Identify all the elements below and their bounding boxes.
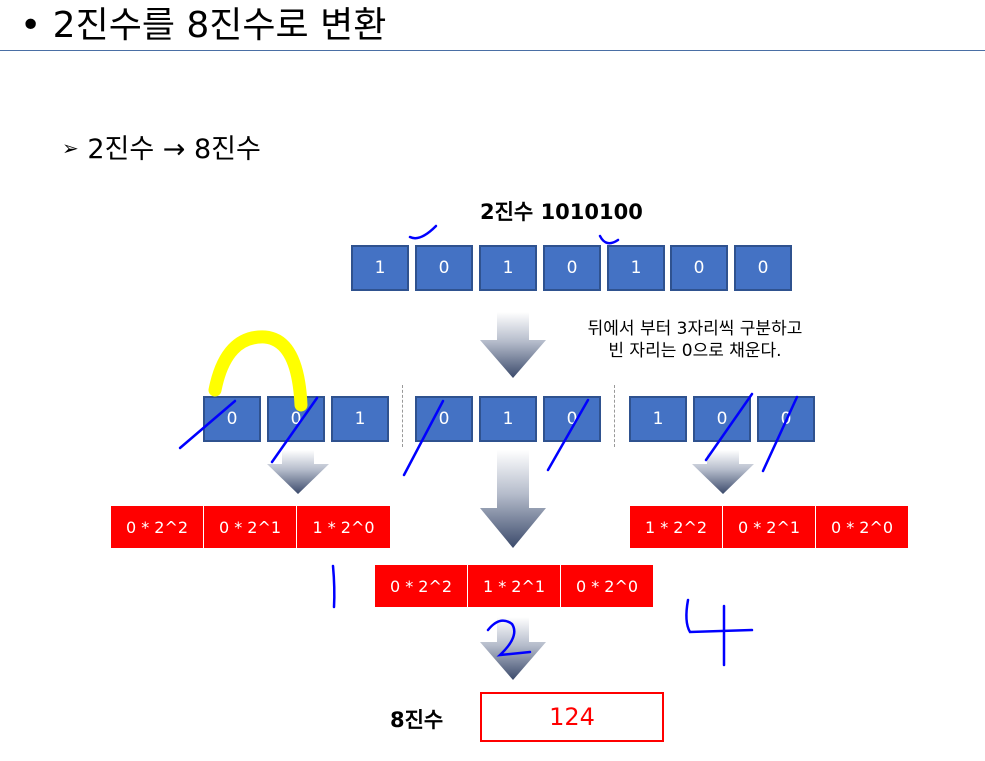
group-2-digit-cell: 1 [479,396,537,442]
group-3-term-cell: 0 * 2^0 [816,506,908,548]
down-arrow-icon [267,450,329,494]
binary-digit-cell: 0 [543,245,601,291]
down-arrow-icon [692,450,754,494]
group-1-digit-cell: 0 [267,396,325,442]
down-arrow-icon [480,617,546,680]
octal-result-box: 124 [480,692,664,742]
group-1-digit-cell: 1 [331,396,389,442]
grouping-note-line-2: 빈 자리는 0으로 채운다. [608,341,782,361]
binary-number-label: 2진수 1010100 [480,200,643,224]
group-1-term-cell: 1 * 2^0 [297,506,390,548]
down-arrow-icon [480,312,546,378]
group-1-term-cell: 0 * 2^2 [111,506,204,548]
group-divider [614,385,615,447]
binary-digit-cell: 0 [734,245,792,291]
binary-digit-cell: 1 [351,245,409,291]
group-3-digit-cell: 0 [693,396,751,442]
group-2-term-cell: 0 * 2^0 [561,565,653,607]
group-2-term-cell: 0 * 2^2 [375,565,468,607]
grouping-note-line-1: 뒤에서 부터 3자리씩 구분하고 [587,319,803,339]
octal-label: 8진수 [390,708,444,732]
group-divider [402,385,403,447]
slide-title: • 2진수를 8진수로 변환 [20,5,387,46]
section-heading: ➢ 2진수 → 8진수 [62,130,261,168]
group-1-term-cell: 0 * 2^1 [204,506,297,548]
group-2-digit-cell: 0 [543,396,601,442]
title-divider [0,50,985,51]
bullet-arrow-icon: ➢ [62,136,79,160]
grouping-note: 뒤에서 부터 3자리씩 구분하고 빈 자리는 0으로 채운다. [555,318,835,362]
highlighter-arc [208,330,308,412]
group-2-term-cell: 1 * 2^1 [468,565,561,607]
binary-digit-cell: 0 [415,245,473,291]
binary-digit-cell: 0 [670,245,728,291]
ink-tick [408,224,438,240]
ink-tick [598,234,620,245]
down-arrow-icon [480,450,546,548]
group-3-term-cell: 0 * 2^1 [723,506,816,548]
group-3-digit-cell: 1 [629,396,687,442]
group-3-term-cell: 1 * 2^2 [630,506,723,548]
section-heading-text: 2진수 → 8진수 [87,134,261,165]
binary-digit-cell: 1 [479,245,537,291]
group-2-digit-cell: 0 [415,396,473,442]
binary-digit-cell: 1 [607,245,665,291]
